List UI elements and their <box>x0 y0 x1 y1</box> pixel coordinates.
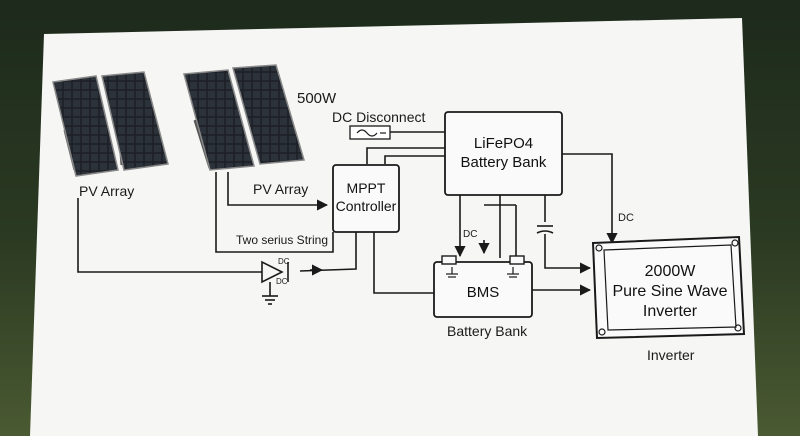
dc-label-inverter: DC <box>618 212 634 224</box>
mppt-controller-box <box>332 164 400 233</box>
dc-disconnect-label: DC Disconnect <box>332 109 426 125</box>
mppt-line1: MPPT <box>346 180 386 196</box>
pv-panels-left <box>52 71 169 177</box>
series-string-label: Two serius String <box>236 233 329 247</box>
mppt-title: MPPT Controller <box>333 180 399 215</box>
lifepo4-line1: LiFePO4 <box>473 135 534 152</box>
pv-panels-right <box>183 64 305 171</box>
inverter-line2: Pure Sine Wave <box>612 283 728 300</box>
lifepo4-title: LiFePO4 Battery Bank <box>445 135 562 173</box>
inverter-line1: 2000W <box>644 263 696 280</box>
mppt-line2: Controller <box>335 197 397 214</box>
bms-battery-box <box>433 255 533 318</box>
pv-array-right-label: PV Array <box>253 181 309 197</box>
inverter-line3: Inverter <box>642 303 698 320</box>
inverter-caption: Inverter <box>647 347 695 363</box>
dc-label-diode-top: DC <box>278 257 290 266</box>
power-label: 500W <box>297 90 337 107</box>
dc-disconnect-switch <box>349 125 391 140</box>
pv-array-left-label: PV Array <box>79 183 135 199</box>
bms-label: BMS <box>466 284 500 301</box>
diode-symbol <box>261 260 324 305</box>
inverter-box <box>591 235 746 340</box>
lifepo4-line2: Battery Bank <box>460 153 547 171</box>
dc-label-diode-bottom: DC <box>276 277 288 286</box>
lifepo4-battery-box <box>444 111 563 196</box>
battery-bank-label: Battery Bank <box>447 323 528 339</box>
dc-label-bank: DC <box>463 229 478 240</box>
inverter-title: 2000W Pure Sine Wave Inverter <box>600 262 740 322</box>
